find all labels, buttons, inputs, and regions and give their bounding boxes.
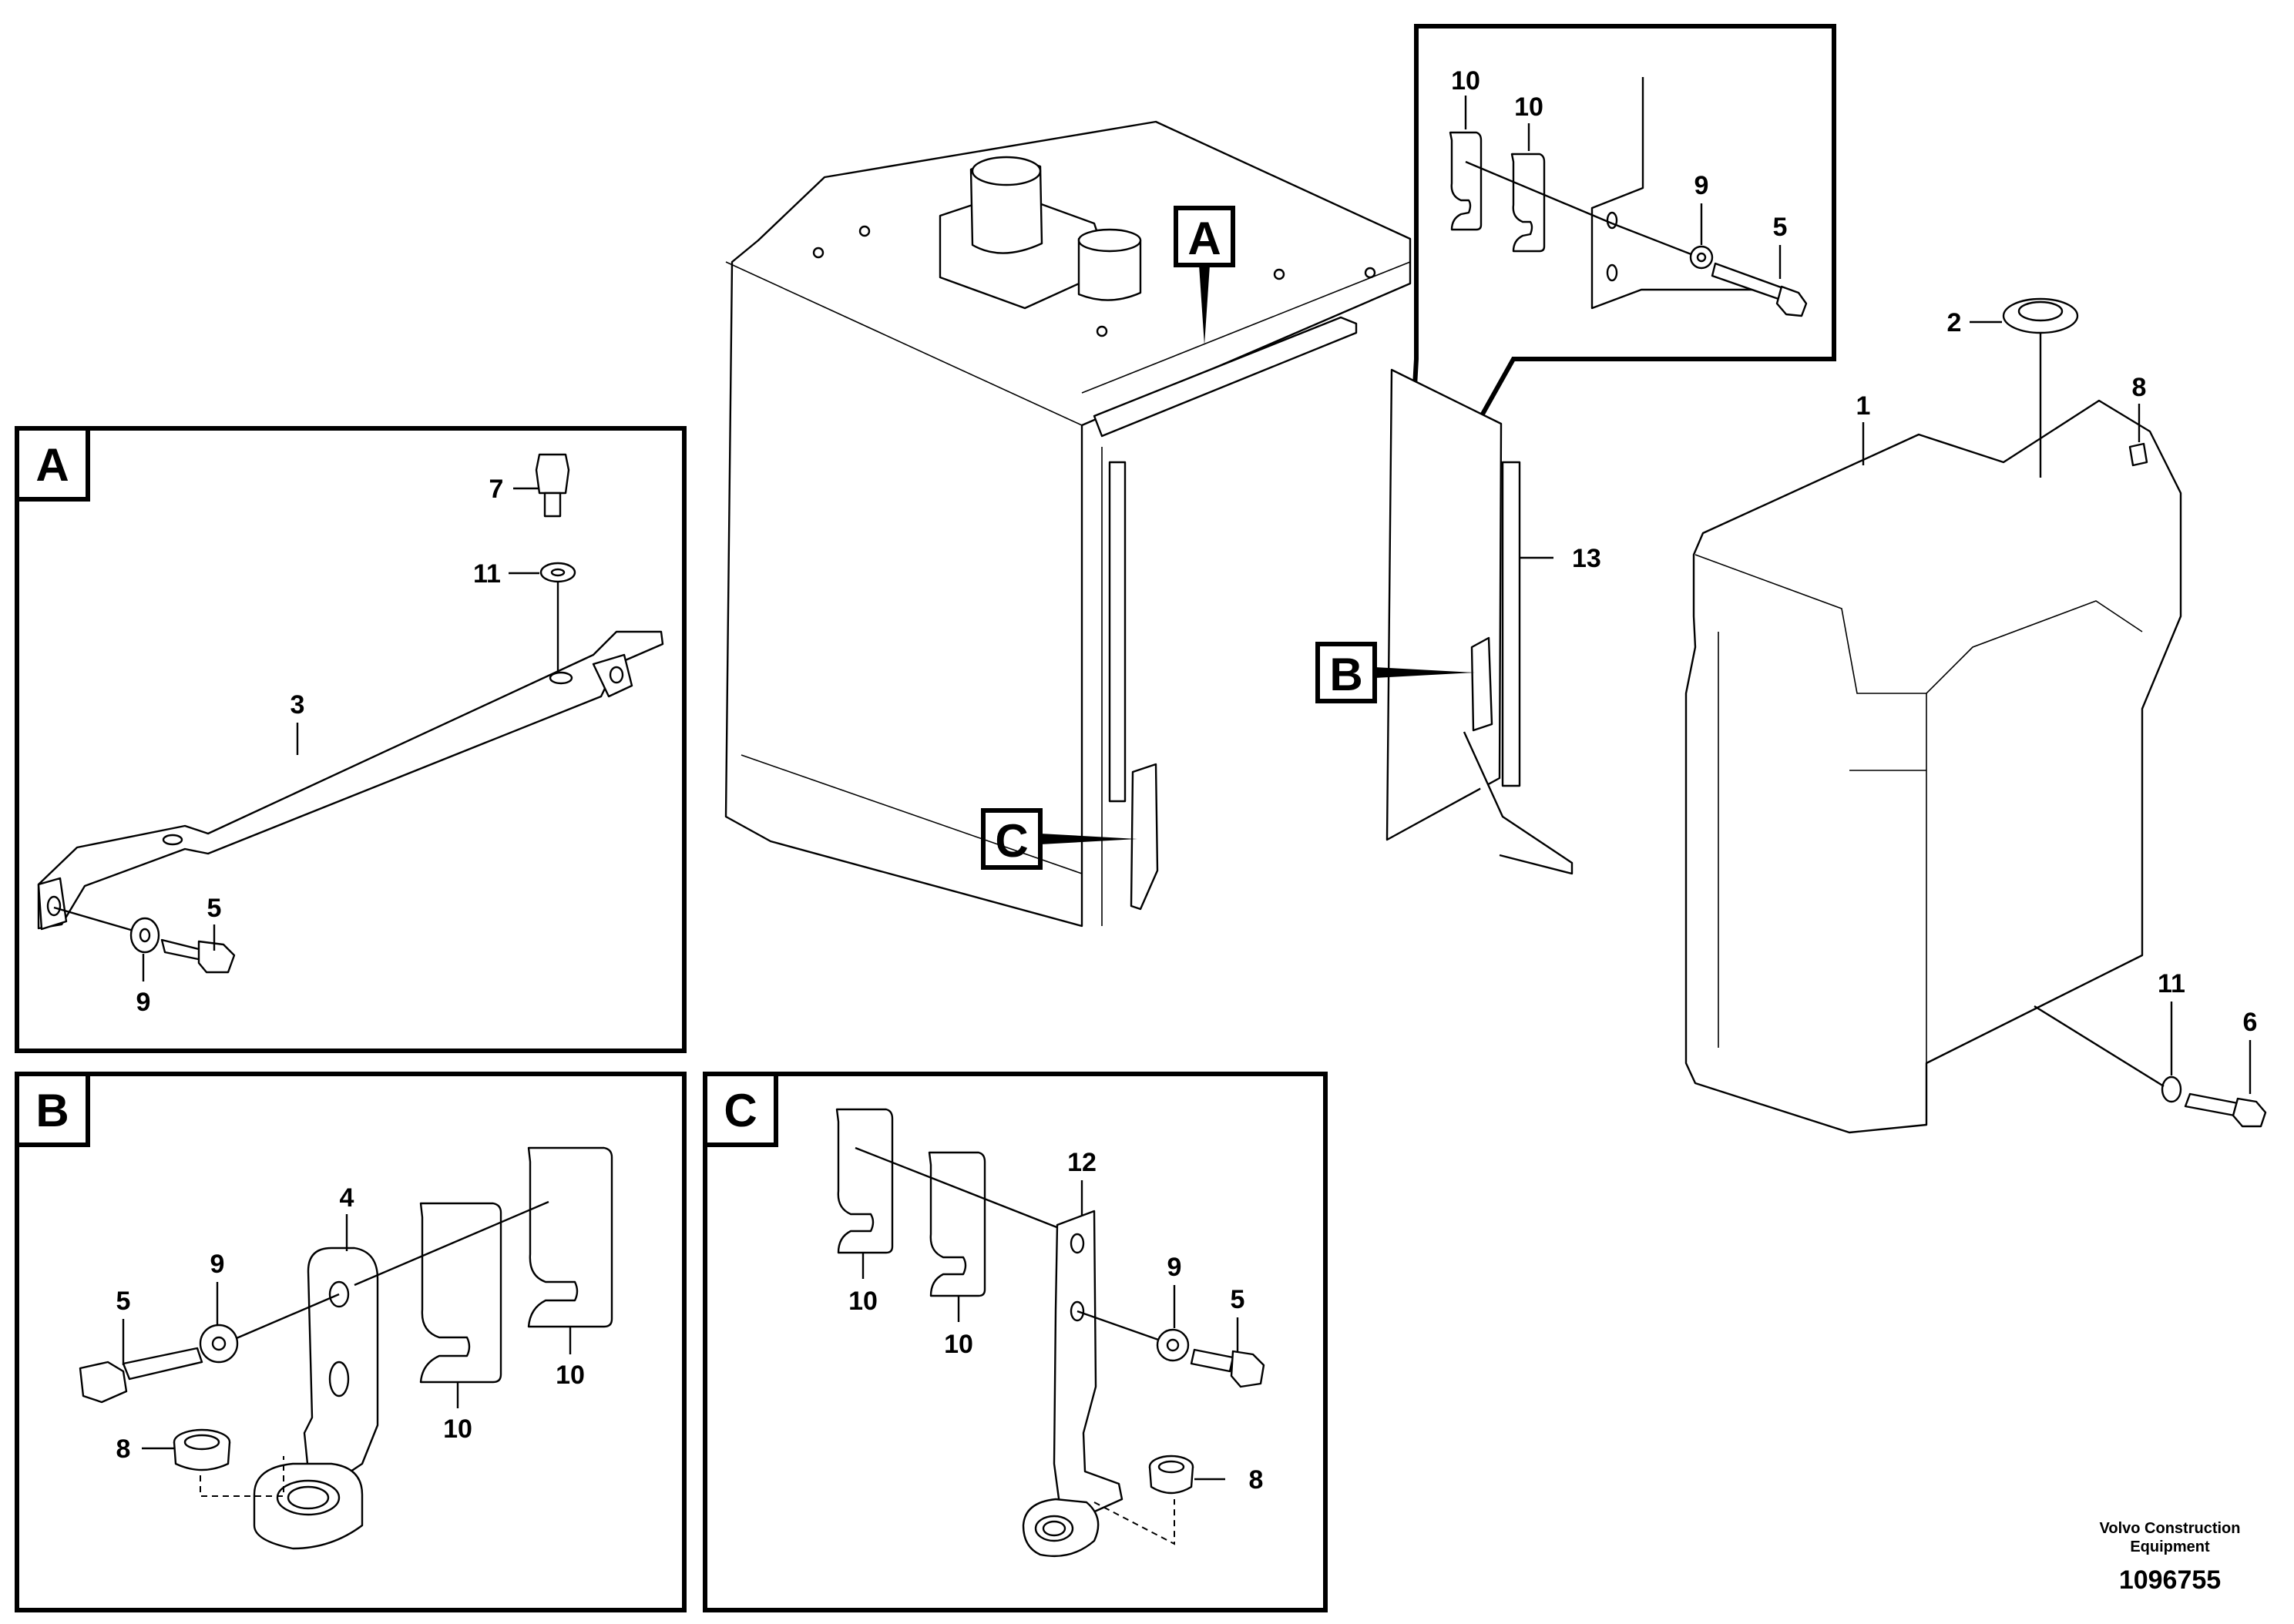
marker-b-label: B bbox=[1329, 649, 1362, 700]
callout-11: 11 bbox=[2158, 969, 2185, 998]
callout-10-b: 10 bbox=[1514, 92, 1543, 122]
filter-housing bbox=[939, 156, 1142, 310]
callout-10-right: 10 bbox=[944, 1330, 973, 1359]
bracket-12 bbox=[1022, 1210, 1123, 1558]
bracket-4 bbox=[253, 1247, 379, 1550]
detail-a-label: A bbox=[35, 439, 69, 491]
shim-10-b bbox=[1510, 153, 1546, 253]
shim-10-rear bbox=[527, 1146, 613, 1328]
callout-12: 12 bbox=[1067, 1148, 1097, 1177]
callout-9: 9 bbox=[1167, 1253, 1182, 1282]
shim-10-left bbox=[835, 1108, 894, 1254]
callout-9: 9 bbox=[136, 988, 151, 1017]
bracket-4-installed bbox=[1470, 636, 1493, 732]
callout-9: 9 bbox=[210, 1250, 225, 1279]
detail-b-frame bbox=[15, 1072, 687, 1612]
callout-2: 2 bbox=[1947, 308, 1962, 337]
grommet-8 bbox=[1148, 1455, 1194, 1495]
callout-5: 5 bbox=[207, 894, 222, 923]
bar-3-installed bbox=[1093, 316, 1358, 438]
pin-8 bbox=[2128, 442, 2148, 467]
marker-c-pointer bbox=[1040, 834, 1137, 844]
detail-c-frame bbox=[703, 1072, 1328, 1612]
bolt-5 bbox=[79, 1347, 203, 1404]
shim-10-right bbox=[928, 1151, 986, 1297]
callout-7: 7 bbox=[489, 475, 504, 504]
marker-c-label: C bbox=[995, 815, 1028, 867]
callout-5: 5 bbox=[116, 1287, 131, 1316]
side-plate bbox=[1385, 368, 1503, 841]
callout-1: 1 bbox=[1856, 391, 1871, 421]
callout-4: 4 bbox=[340, 1183, 354, 1213]
callout-5: 5 bbox=[1231, 1285, 1245, 1314]
bar-3 bbox=[37, 630, 664, 931]
callout-10-rear: 10 bbox=[556, 1361, 585, 1390]
detail-a-frame bbox=[15, 426, 687, 1053]
callout-8: 8 bbox=[116, 1434, 131, 1464]
level-tube bbox=[1108, 461, 1127, 803]
company-line-1: Volvo Construction bbox=[2100, 1520, 2241, 1537]
shim-10-a bbox=[1449, 131, 1483, 231]
callout-10-front: 10 bbox=[443, 1414, 472, 1444]
callout-8: 8 bbox=[2132, 373, 2147, 402]
tank-assembly: A B C 13 bbox=[724, 120, 1601, 928]
footer: Volvo Construction Equipment 1096755 bbox=[2100, 1520, 2241, 1595]
callout-13: 13 bbox=[1572, 544, 1601, 573]
marker-a-label: A bbox=[1187, 213, 1221, 264]
filler-cap-2 bbox=[2002, 297, 2079, 334]
bolt-5 bbox=[1711, 262, 1808, 317]
shim-10-front bbox=[419, 1202, 502, 1384]
callout-11: 11 bbox=[473, 559, 501, 589]
callout-10-a: 10 bbox=[1451, 66, 1480, 96]
document-number: 1096755 bbox=[2119, 1565, 2221, 1595]
detail-view-c: C 12 10 bbox=[703, 1072, 1328, 1612]
callout-10-left: 10 bbox=[848, 1287, 878, 1316]
company-line-2: Equipment bbox=[2130, 1538, 2210, 1555]
callout-5: 5 bbox=[1773, 213, 1788, 242]
detail-b-label-box bbox=[15, 1072, 90, 1147]
marker-a-pointer bbox=[1199, 265, 1210, 345]
grommet-8 bbox=[173, 1428, 231, 1471]
callout-3: 3 bbox=[291, 690, 305, 720]
detail-c-label: C bbox=[724, 1085, 757, 1136]
bolt-7 bbox=[535, 453, 570, 518]
detail-b-label: B bbox=[35, 1085, 69, 1136]
callout-8: 8 bbox=[1249, 1465, 1264, 1495]
detail-top-frame bbox=[1403, 24, 1836, 553]
bracket-12-installed bbox=[1130, 763, 1159, 911]
tube-13 bbox=[1501, 461, 1521, 787]
tank-cover-1 bbox=[1684, 399, 2182, 1134]
bolt-5 bbox=[1190, 1348, 1265, 1388]
callout-9: 9 bbox=[1694, 171, 1709, 200]
hydraulic-tank bbox=[724, 120, 1412, 928]
washer-11 bbox=[2161, 1075, 2182, 1103]
detail-view-top: 10 10 9 5 bbox=[1403, 24, 1836, 553]
cover-assembly: 1 2 8 11 6 bbox=[1684, 297, 2267, 1134]
bolt-6 bbox=[2184, 1092, 2267, 1128]
marker-b-pointer bbox=[1375, 667, 1475, 678]
bolt-5 bbox=[160, 938, 236, 974]
detail-view-b: B 4 9 bbox=[15, 1072, 687, 1612]
detail-c-label-box bbox=[703, 1072, 778, 1147]
callout-6: 6 bbox=[2243, 1008, 2258, 1037]
detail-a-label-box bbox=[15, 426, 90, 502]
detail-view-a: A 7 11 3 bbox=[15, 426, 687, 1053]
